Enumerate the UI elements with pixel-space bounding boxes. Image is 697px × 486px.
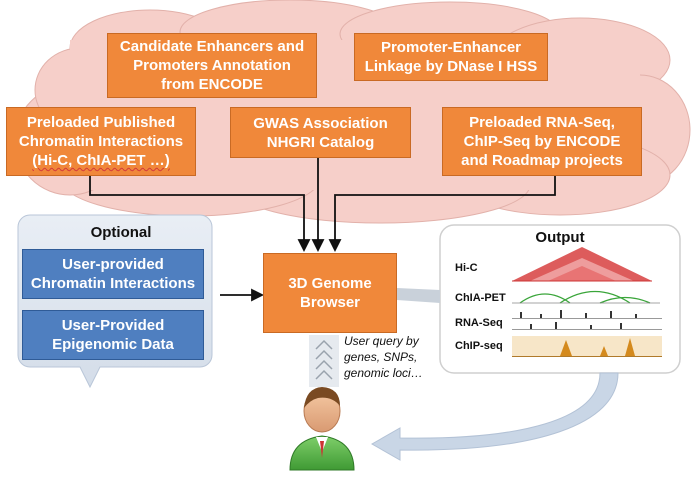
user-query-text: User query by genes, SNPs, genomic loci…: [344, 333, 423, 381]
query-line-2: genes, SNPs,: [344, 350, 418, 364]
user-interactions-box: User-provided Chromatin Interactions: [22, 249, 204, 299]
candidate-line-1: Candidate Enhancers and: [119, 38, 305, 55]
track-label-rna-seq: RNA-Seq: [455, 317, 503, 329]
preloaded-line-3: (Hi-C, ChIA-PET …): [32, 152, 170, 169]
chip-seq-track: [512, 336, 662, 357]
input-arrows: [89, 158, 556, 302]
output-to-user-arrow: [370, 372, 619, 461]
chia-pet-arcs: [512, 290, 660, 304]
user-epigenomic-box: User-Provided Epigenomic Data: [22, 310, 204, 360]
promoter-enhancer-linkage-box: Promoter-Enhancer Linkage by DNase I HSS: [354, 33, 548, 81]
candidate-line-3: from ENCODE: [161, 76, 263, 93]
candidate-enhancers-box: Candidate Enhancers and Promoters Annota…: [107, 33, 317, 98]
rnaseq-line-1: Preloaded RNA-Seq,: [469, 114, 615, 131]
output-title: Output: [535, 229, 585, 246]
user-interactions-line-1: User-provided: [62, 256, 164, 273]
gwas-line-2: NHGRI Catalog: [266, 133, 375, 151]
hic-heatmap: [512, 247, 652, 282]
preloaded-line-1: Preloaded Published: [26, 114, 176, 131]
user-epigenomic-line-2: Epigenomic Data: [52, 336, 174, 353]
user-avatar-icon: [289, 387, 355, 471]
preloaded-line-2: Chromatin Interactions: [18, 133, 184, 150]
rna-seq-track: [512, 310, 662, 330]
genome-browser-box: 3D Genome Browser: [263, 253, 397, 333]
user-interactions-line-2: Chromatin Interactions: [30, 275, 196, 292]
gwas-box: GWAS Association NHGRI Catalog: [230, 107, 411, 158]
browser-to-output-arrow: [397, 288, 440, 303]
browser-line-2: Browser: [299, 294, 361, 311]
query-arrow-column: [309, 335, 339, 387]
track-label-hic: Hi-C: [455, 262, 478, 274]
track-label-chip-seq: ChIP-seq: [455, 340, 503, 352]
rna-seq-box: Preloaded RNA-Seq, ChIP-Seq by ENCODE an…: [442, 107, 642, 176]
linkage-line-1: Promoter-Enhancer: [380, 39, 522, 56]
user-epigenomic-line-1: User-Provided: [61, 317, 165, 334]
browser-line-1: 3D Genome: [288, 275, 372, 292]
rnaseq-line-3: and Roadmap projects: [461, 152, 623, 169]
linkage-line-2: Linkage by DNase I HSS: [364, 58, 538, 75]
gwas-line-1: GWAS Association: [253, 114, 388, 132]
query-line-3: genomic loci…: [344, 366, 423, 380]
preloaded-interactions-box: Preloaded Published Chromatin Interactio…: [6, 107, 196, 176]
candidate-line-2: Promoters Annotation: [133, 57, 291, 74]
query-line-1: User query by: [344, 334, 419, 348]
rnaseq-line-2: ChIP-Seq by ENCODE: [463, 133, 621, 150]
optional-title: Optional: [90, 224, 152, 241]
track-label-chia-pet: ChIA-PET: [455, 292, 506, 304]
